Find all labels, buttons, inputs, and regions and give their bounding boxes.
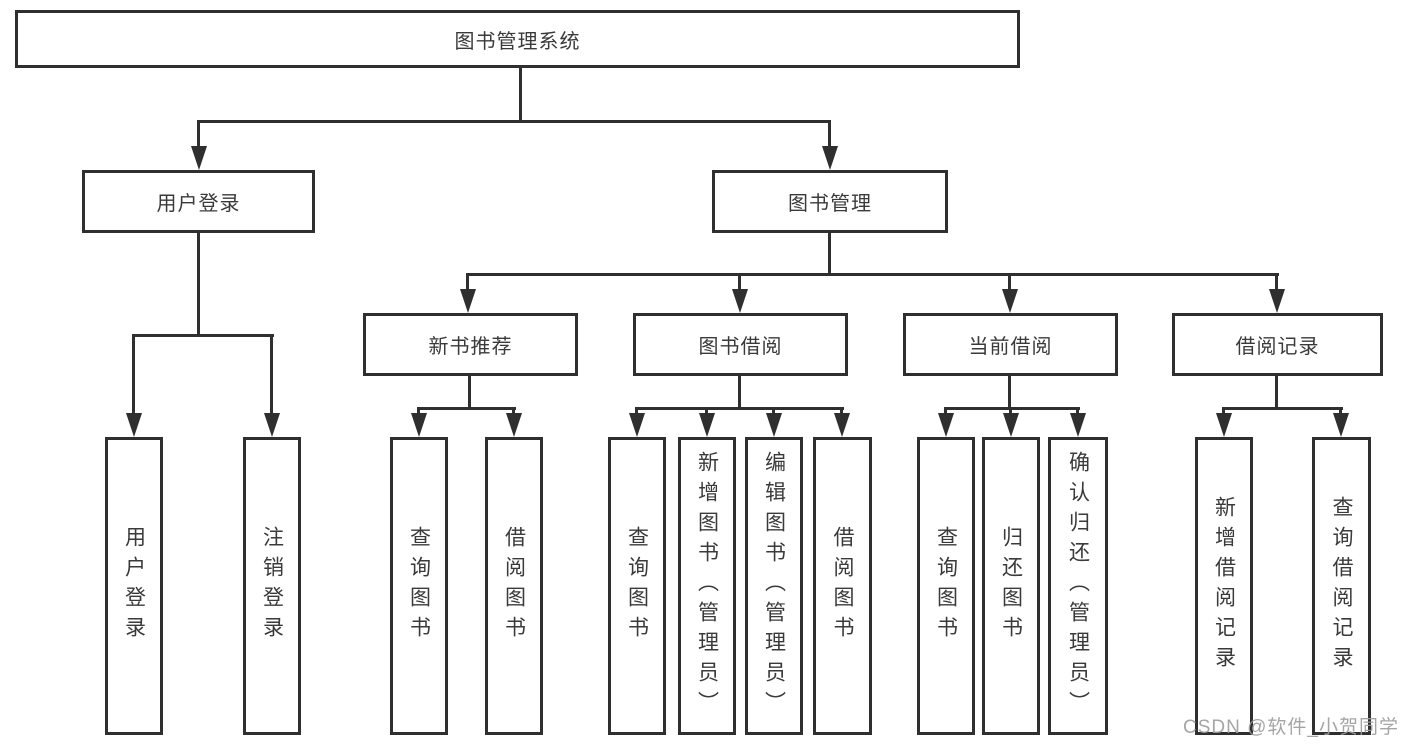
- connector-arrow: [264, 413, 280, 437]
- connector-line: [1275, 376, 1278, 410]
- connector-line: [828, 233, 831, 276]
- connector-line: [772, 407, 775, 417]
- connector-line: [1222, 407, 1343, 410]
- connector-line: [635, 407, 638, 417]
- connector-arrow: [1333, 413, 1349, 437]
- connector-line: [519, 68, 522, 123]
- connector-line: [1222, 407, 1225, 417]
- leaf-query-books-borrow: 查询图书: [608, 437, 666, 735]
- connector-arrow: [699, 413, 715, 437]
- connector-line: [635, 407, 844, 410]
- connector-arrow: [732, 289, 748, 313]
- leaf-confirm-return-admin: 确认归还（管理员）: [1048, 437, 1108, 735]
- connector-line: [828, 120, 831, 148]
- connector-line: [1008, 273, 1011, 291]
- connector-arrow: [1003, 413, 1019, 437]
- leaf-borrow-books: 借阅图书: [813, 437, 872, 735]
- connector-arrow: [1269, 289, 1285, 313]
- connector-arrow: [411, 413, 427, 437]
- leaf-logout: 注销登录: [243, 437, 301, 735]
- leaf-user-login: 用户登录: [105, 437, 163, 735]
- connector-line: [468, 376, 471, 410]
- node-book-management: 图书管理: [712, 170, 948, 233]
- connector-arrow: [822, 146, 838, 170]
- connector-arrow: [938, 413, 954, 437]
- leaf-add-borrow-record: 新增借阅记录: [1195, 437, 1253, 735]
- connector-line: [705, 407, 708, 417]
- node-system-root: 图书管理系统: [15, 10, 1020, 68]
- leaf-borrow-books-recommend: 借阅图书: [485, 437, 543, 735]
- connector-line: [417, 407, 516, 410]
- connector-line: [944, 407, 947, 417]
- connector-arrow: [506, 413, 522, 437]
- connector-line: [417, 407, 420, 417]
- leaf-query-books-current: 查询图书: [917, 437, 975, 735]
- connector-line: [197, 233, 200, 337]
- leaf-add-book-admin: 新增图书（管理员）: [678, 437, 736, 735]
- connector-line: [1076, 407, 1079, 417]
- connector-line: [1339, 407, 1342, 417]
- connector-arrow: [1216, 413, 1232, 437]
- node-book-borrow: 图书借阅: [633, 313, 848, 376]
- connector-arrow: [629, 413, 645, 437]
- connector-arrow: [1002, 289, 1018, 313]
- watermark: CSDN @软件_小贺同学: [1183, 717, 1399, 738]
- connector-line: [466, 273, 1279, 276]
- node-new-book-recommend: 新书推荐: [363, 313, 578, 376]
- leaf-edit-book-admin: 编辑图书（管理员）: [745, 437, 803, 735]
- node-borrow-records: 借阅记录: [1172, 313, 1383, 376]
- leaf-query-borrow-record: 查询借阅记录: [1312, 437, 1371, 735]
- connector-line: [738, 273, 741, 291]
- leaf-return-book: 归还图书: [982, 437, 1040, 735]
- connector-arrow: [766, 413, 782, 437]
- node-current-borrow: 当前借阅: [903, 313, 1118, 376]
- connector-line: [270, 334, 273, 415]
- connector-line: [132, 334, 135, 415]
- connector-line: [197, 120, 831, 123]
- connector-line: [512, 407, 515, 417]
- connector-line: [1009, 407, 1012, 417]
- connector-arrow: [460, 289, 476, 313]
- connector-line: [738, 376, 741, 410]
- connector-line: [197, 120, 200, 148]
- connector-arrow: [126, 413, 142, 437]
- connector-line: [466, 273, 469, 291]
- connector-arrow: [191, 146, 207, 170]
- connector-line: [944, 407, 1080, 410]
- connector-arrow: [1070, 413, 1086, 437]
- leaf-query-books-recommend: 查询图书: [390, 437, 448, 735]
- connector-line: [1008, 376, 1011, 410]
- connector-line: [1275, 273, 1278, 291]
- node-user-login: 用户登录: [82, 170, 315, 233]
- connector-line: [840, 407, 843, 417]
- connector-arrow: [834, 413, 850, 437]
- connector-line: [132, 334, 274, 337]
